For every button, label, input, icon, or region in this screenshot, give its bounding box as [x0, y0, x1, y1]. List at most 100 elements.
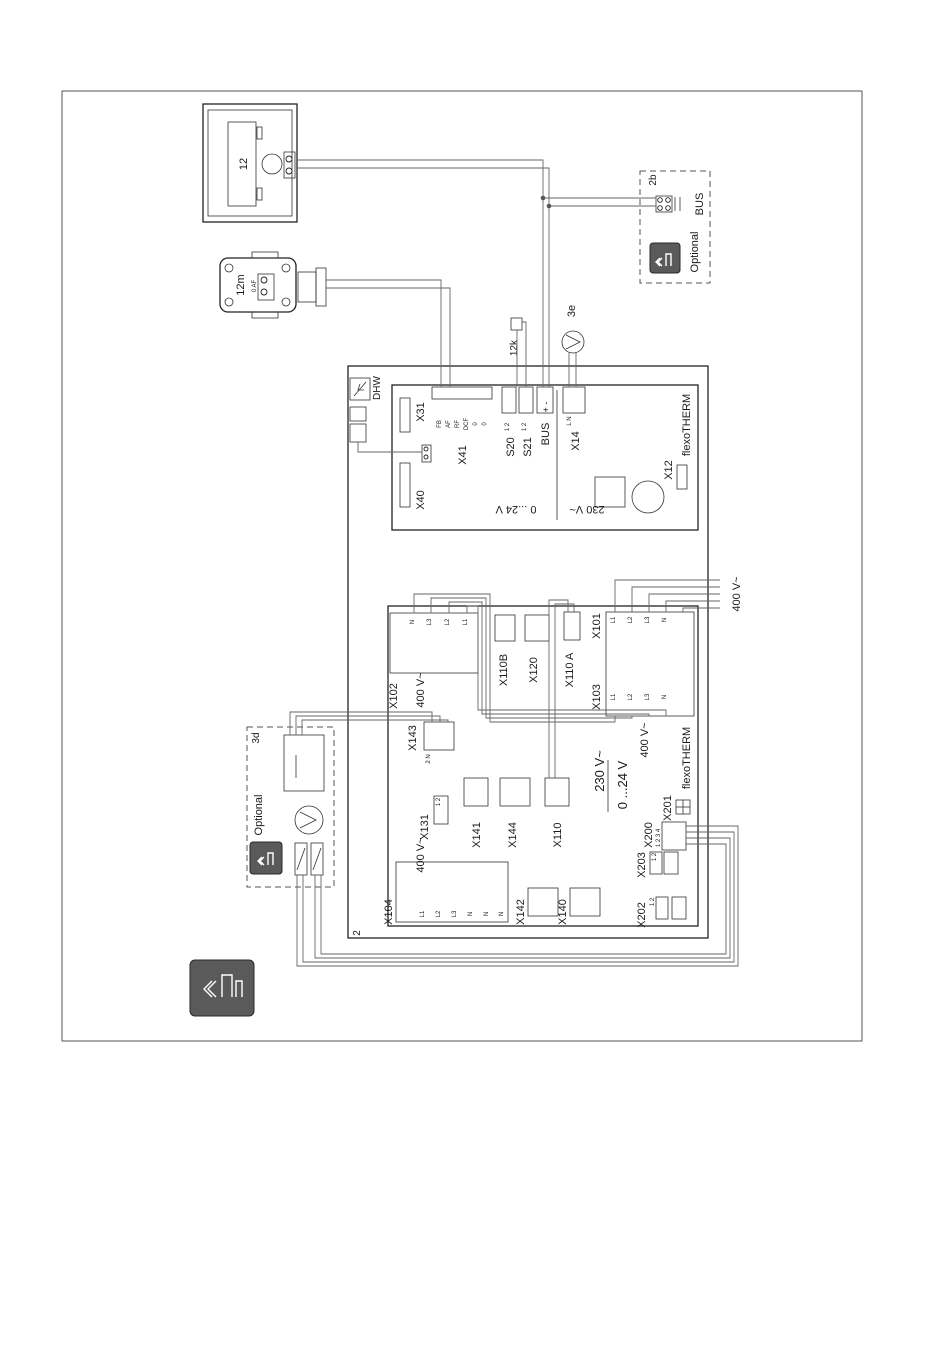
x200-pins-label: 1 2 3 4 [656, 828, 662, 847]
sensor-12k-label: 12k [509, 339, 520, 356]
x41-pin-af: AF [446, 420, 452, 428]
lower-low-voltage-label: 0 ...24 V [615, 760, 630, 809]
x201-label: X201 [662, 795, 674, 821]
x102-label: X102 [388, 683, 400, 709]
x104-pin-n2: N [484, 912, 490, 916]
x41-label: X41 [457, 445, 469, 465]
x12-label: X12 [663, 460, 675, 480]
sensor-icon [510, 317, 523, 331]
x141-label: X141 [471, 822, 483, 848]
pin-label-s21: 1 2 [522, 422, 528, 431]
x110a-label: X110 A [564, 652, 576, 687]
sensor-12m: 12m 0 AF [219, 251, 327, 319]
dhw-label: DHW [372, 376, 383, 400]
x200-label: X200 [643, 822, 655, 848]
dhw-sensor: DHW [349, 376, 383, 443]
bus-pins-label: + - [541, 402, 551, 413]
x102-pin-l3: L3 [427, 618, 433, 625]
sensor-12k: 12k [509, 317, 523, 356]
x143-label: X143 [407, 725, 419, 751]
upper-brand-label: flexoTHERM [681, 394, 693, 456]
heat-pump-icon [649, 242, 681, 274]
x104-pin-l2: L2 [436, 910, 442, 917]
pump-3e: 3e [561, 305, 585, 354]
pump-icon [294, 805, 324, 835]
supply-voltage-label: 400 V~ [731, 576, 743, 611]
sensor-terminal-label: 0 AF [252, 279, 258, 292]
upper-board: X31 X40 FB AF RF DCF 0 0 X41 1 2 1 2 S20… [391, 384, 699, 531]
x202-label: X202 [636, 902, 648, 928]
control-box-2 [347, 365, 709, 939]
x31-label: X31 [415, 402, 427, 422]
control-box-label: 2 [352, 930, 363, 936]
x102-voltage-label: 400 V~ [415, 672, 427, 707]
x41-pin-0a: 0 [473, 422, 479, 426]
x41-pin-dcf: DCF [464, 418, 470, 431]
heat-pump-icon [249, 841, 283, 875]
x110-label: X110 [552, 823, 564, 848]
x41-pin-0b: 0 [482, 422, 488, 426]
x202-pins-label: 1 2 [650, 897, 656, 906]
upper-low-voltage-label: 0 ...24 V [495, 503, 537, 515]
x142-label: X142 [515, 899, 527, 925]
x102-pin-l1: L1 [463, 618, 469, 625]
module-2b-bus-label: BUS [694, 193, 706, 216]
sensor-label: 12m [235, 274, 247, 295]
lower-board: N L3 L2 L1 X102 400 V~ X110B X120 X110 A… [383, 605, 699, 928]
x101-pin-n: N [662, 618, 668, 622]
x103-pin-l2: L2 [628, 693, 634, 700]
upper-mains-label: 230 V~ [569, 503, 604, 515]
controller-12: 12 [202, 103, 298, 223]
x14-pins-label: L N [567, 416, 573, 425]
x120-label: X120 [528, 657, 540, 683]
x103-pin-l1: L1 [611, 693, 617, 700]
x104-label: X104 [383, 899, 395, 925]
x143-pins-label: 2 N [426, 754, 432, 763]
pin-label-s20: 1 2 [505, 422, 511, 431]
pump-3e-label: 3e [566, 305, 578, 317]
x103-label: X103 [591, 684, 603, 710]
x144-label: X144 [507, 822, 519, 848]
x203-pins-label: 1 2 [652, 852, 658, 861]
heat-pump-badge [189, 959, 255, 1017]
x41-pin-fb: FB [437, 420, 443, 428]
x103-pin-n: N [662, 695, 668, 699]
module-3d-optional-label: Optional [253, 795, 265, 836]
module-3d-label: 3d [251, 732, 262, 743]
x102-pin-l2: L2 [445, 618, 451, 625]
module-2b-label: 2b [648, 174, 659, 186]
x101-pin-l1: L1 [611, 616, 617, 623]
x101-label: X101 [591, 613, 603, 639]
x102-pin-n: N [410, 620, 416, 624]
x104-voltage-label: 400 V~ [415, 837, 427, 872]
x131-pins-label: 1 2 [436, 797, 442, 806]
x14-label: X14 [570, 431, 582, 451]
x104-pin-n1: N [468, 912, 474, 916]
x110b-label: X110B [498, 654, 510, 686]
module-2b: 2b BUS Optional [639, 170, 711, 284]
x140-label: X140 [557, 899, 569, 925]
x104-pin-l3: L3 [452, 910, 458, 917]
controller-label: 12 [238, 158, 250, 170]
module-2b-optional-label: Optional [689, 232, 701, 273]
module-3d: 3d Optional [246, 726, 335, 888]
x41-pin-rf: RF [455, 420, 461, 428]
wiring [289, 159, 739, 967]
diagram-frame [61, 90, 863, 1042]
x131-label: X131 [419, 814, 431, 840]
bus-label: BUS [540, 423, 552, 446]
x101-voltage-label: 400 V~ [639, 722, 651, 757]
x203-label: X203 [636, 852, 648, 878]
pump-icon [561, 330, 585, 354]
x104-pin-l1: L1 [420, 910, 426, 917]
s20-label: S20 [505, 437, 517, 457]
s21-label: S21 [522, 437, 534, 457]
x101-pin-l2: L2 [628, 616, 634, 623]
x101-pin-l3: L3 [645, 616, 651, 623]
x103-pin-l3: L3 [645, 693, 651, 700]
lower-mains-label: 230 V~ [592, 750, 607, 792]
x40-label: X40 [415, 490, 427, 510]
lower-brand-label: flexoTHERM [681, 727, 693, 789]
x104-pin-n3: N [499, 912, 505, 916]
